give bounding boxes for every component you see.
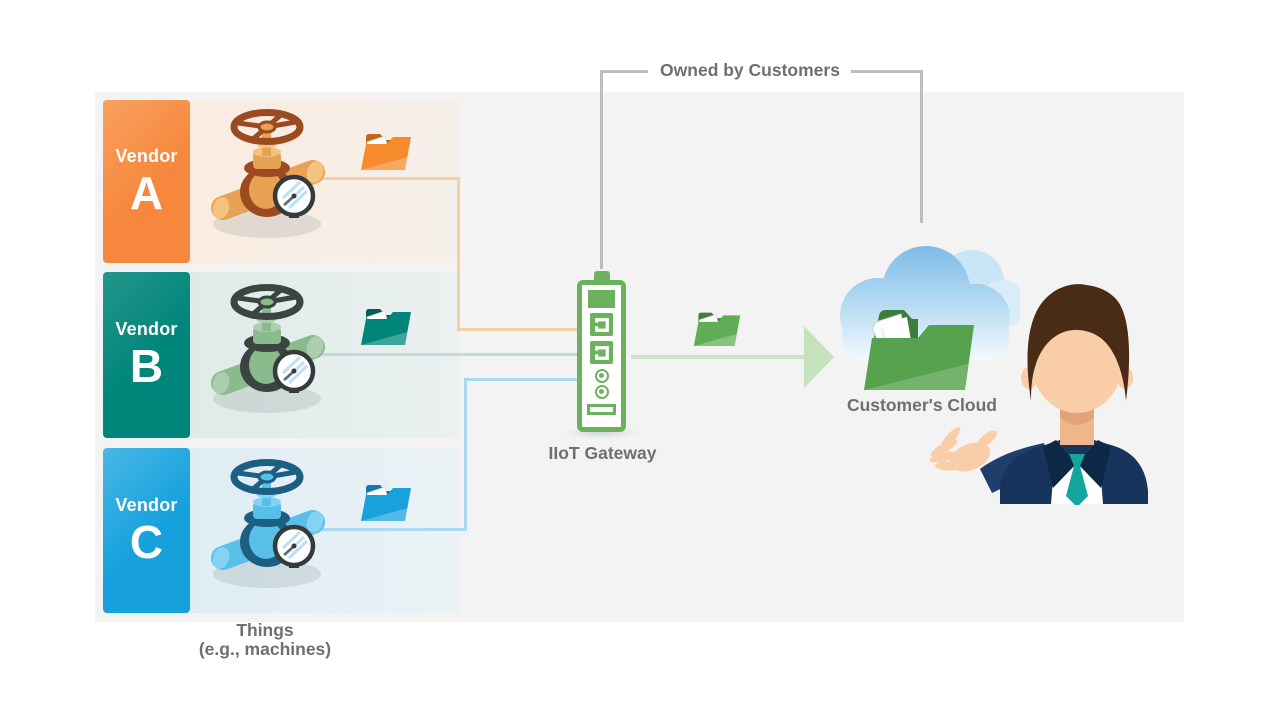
gateway-to-cloud-arrowhead xyxy=(804,326,834,388)
vendor-a-letter: A xyxy=(129,166,164,219)
iiot-gateway-device xyxy=(577,280,626,432)
vendor-c-valve-machine-illustration xyxy=(204,452,330,592)
bracket-right-drop-line xyxy=(920,70,923,223)
vendor-b-folder-icon xyxy=(358,301,414,347)
things-label-line2: (e.g., machines) xyxy=(198,639,332,659)
vendor-c-connector-h2 xyxy=(464,378,578,381)
gateway-led-icon xyxy=(595,385,609,399)
things-label: Things (e.g., machines) xyxy=(150,621,380,659)
vendor-c-folder-icon xyxy=(358,477,414,523)
vendor-a-folder-icon xyxy=(358,126,414,172)
vendor-a-connector-h2 xyxy=(457,328,578,331)
gateway-led-icon xyxy=(595,369,609,383)
vendor-a-valve-machine-illustration xyxy=(204,102,330,242)
iiot-gateway-label: IIoT Gateway xyxy=(548,443,657,463)
vendor-b-word: Vendor xyxy=(115,319,178,340)
vendor-b-connector xyxy=(315,353,578,356)
vendor-c-word: Vendor xyxy=(115,494,178,515)
things-label-line1: Things xyxy=(236,620,294,640)
vendor-c-letter: C xyxy=(129,515,164,568)
vendor-a-block: Vendor A xyxy=(103,100,190,263)
vendor-a-connector-h1 xyxy=(315,177,460,180)
customer-person-illustration xyxy=(930,283,1150,505)
gateway-port-icon xyxy=(590,341,613,364)
gateway-bottom-slot xyxy=(587,404,616,415)
gateway-display-panel xyxy=(588,290,615,308)
gateway-top-tab xyxy=(594,271,610,282)
gateway-port-icon xyxy=(590,313,613,336)
vendor-c-block: Vendor C xyxy=(103,448,190,613)
owned-by-customers-label: Owned by Customers xyxy=(660,60,840,80)
vendor-a-word: Vendor xyxy=(115,145,178,166)
vendor-b-valve-machine-illustration xyxy=(204,277,330,417)
gateway-to-cloud-arrow-line xyxy=(631,355,806,359)
bracket-top-left-line xyxy=(600,70,648,73)
bracket-left-drop-line xyxy=(600,70,603,269)
vendor-c-connector-v xyxy=(464,378,467,531)
vendor-a-connector-v xyxy=(457,177,460,331)
vendor-b-block: Vendor B xyxy=(103,272,190,438)
bracket-top-right-line xyxy=(851,70,923,73)
vendor-c-connector-h1 xyxy=(315,528,467,531)
flow-folder-icon xyxy=(691,305,743,348)
customers-cloud-label: Customer's Cloud xyxy=(846,395,997,415)
vendor-b-letter: B xyxy=(129,340,164,393)
